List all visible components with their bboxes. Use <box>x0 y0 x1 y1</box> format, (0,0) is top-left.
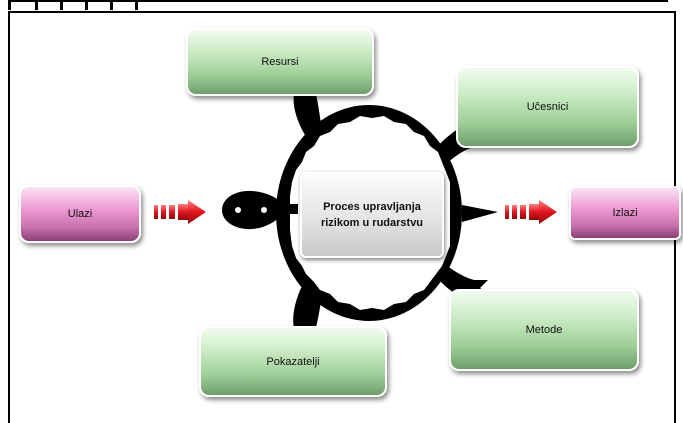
metode-box: Metode <box>449 289 639 371</box>
turtle-head <box>222 190 286 230</box>
resursi-label: Resursi <box>261 56 299 68</box>
turtle-eye-left <box>235 207 241 213</box>
ucesnici-label: Učesnici <box>526 101 569 113</box>
izlazi-box: Izlazi <box>569 186 681 240</box>
pokazatelji-label: Pokazatelji <box>266 355 320 368</box>
ulazi-label: Ulazi <box>67 208 93 220</box>
output-arrow <box>505 200 557 224</box>
turtle-eye-right <box>261 207 267 213</box>
pokazatelji-box: Pokazatelji <box>199 326 387 397</box>
ulazi-box: Ulazi <box>19 185 141 243</box>
izlazi-label: Izlazi <box>612 207 638 219</box>
turtle-tail <box>462 205 498 222</box>
input-arrow <box>154 200 206 224</box>
process-title-line1: Proces upravljanja <box>323 201 421 213</box>
process-box: Proces upravljanja rizikom u rudarstvu <box>300 172 444 258</box>
ucesnici-box: Učesnici <box>456 66 639 148</box>
resursi-box: Resursi <box>186 28 374 96</box>
process-title-line2: rizikom u rudarstvu <box>320 217 424 229</box>
metode-label: Metode <box>525 324 563 336</box>
turtle-neck <box>282 204 298 214</box>
top-tick-marks <box>8 0 668 10</box>
